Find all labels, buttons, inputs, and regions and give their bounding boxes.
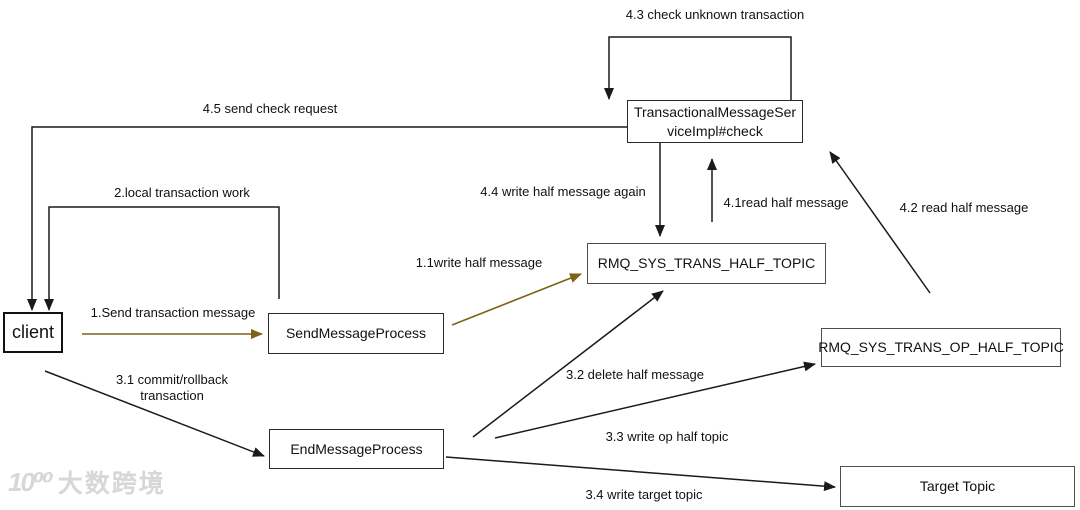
node-client: client [3,312,63,353]
node-rmq-sys-trans-op-half-topic-label: RMQ_SYS_TRANS_OP_HALF_TOPIC [818,339,1064,356]
edge-label-3-1-commit-rollback-transaction: 3.1 commit/rollback transaction [116,372,228,404]
watermark-logo-icon: 10⁰⁰ [8,466,54,497]
edge-label-4-4-write-half-message-again: 4.4 write half message again [480,184,646,199]
node-send-message-process: SendMessageProcess [268,313,444,354]
node-transactional-message-service-check-label: TransactionalMessageServiceImpl#check [633,104,797,139]
node-end-message-process-label: EndMessageProcess [290,440,423,457]
edge-2-local-transaction-work [44,206,280,311]
node-target-topic-label: Target Topic [919,478,996,495]
edge-label-3-2-delete-half-message: 3.2 delete half message [565,367,705,382]
edge-3-2-delete-half-message [472,290,664,438]
node-send-message-process-label: SendMessageProcess [285,325,427,342]
edge-label-2-local-transaction-work: 2.local transaction work [114,185,250,200]
node-transactional-message-service-check: TransactionalMessageServiceImpl#check [627,100,803,143]
edge-3-1-commit-rollback [44,370,265,457]
edge-4-5-send-check-request [27,126,627,311]
node-rmq-sys-trans-op-half-topic: RMQ_SYS_TRANS_OP_HALF_TOPIC [818,328,1064,367]
edge-label-3-4-write-target-topic: 3.4 write target topic [585,487,703,502]
edge-label-4-3-check-unknown-transaction: 4.3 check unknown transaction [625,7,805,22]
edge-4-3-check-unknown-loop [604,36,792,100]
watermark: 10⁰⁰ 大数跨境 [8,464,166,500]
node-end-message-process: EndMessageProcess [269,429,444,469]
watermark-text: 大数跨境 [57,470,166,498]
node-rmq-sys-trans-half-topic: RMQ_SYS_TRANS_HALF_TOPIC [587,243,826,284]
edge-label-3-3-write-op-half-topic: 3.3 write op half topic [605,429,729,444]
edge-4-2-read-half-message [829,151,931,294]
node-rmq-sys-trans-half-topic-label: RMQ_SYS_TRANS_HALF_TOPIC [597,255,816,272]
edge-label-1-1-write-half-message: 1.1write half message [415,255,543,270]
node-target-topic: Target Topic [840,466,1075,507]
edge-label-1-send-transaction-message: 1.Send transaction message [90,305,256,320]
edge-label-4-2-read-half-message: 4.2 read half message [899,200,1029,215]
edge-3-4-write-target-topic [445,456,836,492]
edge-3-3-write-op-half-topic [494,361,816,439]
edge-1-1-write-half-message [451,273,582,326]
node-client-label: client [11,321,55,342]
edge-label-4-1-read-half-message: 4.1read half message [723,195,849,210]
edge-label-4-5-send-check-request: 4.5 send check request [202,101,338,116]
